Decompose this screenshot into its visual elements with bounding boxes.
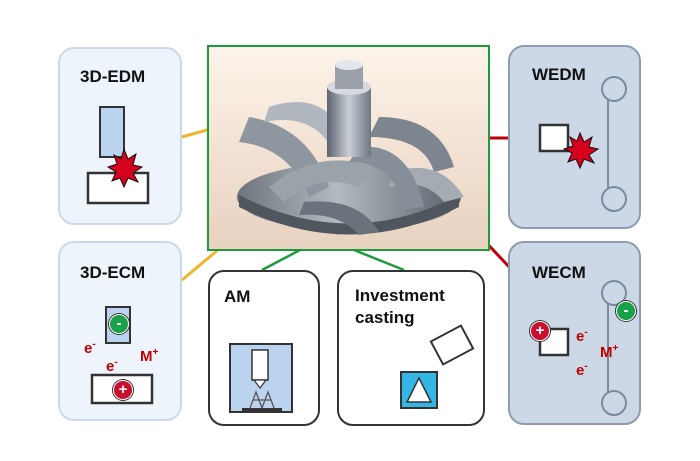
casting-cavity (405, 376, 433, 403)
minus-icon: - (616, 301, 636, 321)
wecm-electron-label-2: e- (576, 361, 588, 379)
ecm-electron-label: e- (84, 339, 96, 357)
edm-electrode (99, 106, 125, 158)
wedm-workpiece (538, 123, 570, 153)
wedm-title: WEDM (532, 65, 586, 84)
wedm-spark-icon (562, 131, 600, 170)
wire-guide-top (601, 76, 627, 102)
am-title: AM (224, 287, 251, 306)
edm3d-title: 3D-EDM (80, 67, 146, 86)
ecm3d-panel: 3D-ECM - + e- e- M+ (58, 241, 182, 421)
wedm-panel: WEDM (508, 45, 641, 229)
casting-diagram (400, 324, 475, 409)
wecm-panel: WECM + - e- M+ e- (508, 241, 641, 425)
ecm-electron-label-2: e- (106, 357, 118, 375)
am-build-plate (242, 408, 282, 411)
impeller-image (207, 45, 490, 251)
am-connector (261, 248, 301, 272)
edm3d-panel: 3D-EDM (58, 47, 182, 225)
wire-guide-bottom (601, 186, 627, 212)
casting-panel: Investment casting (337, 270, 485, 426)
casting-title-line2: casting (355, 308, 415, 327)
impeller-drawing (237, 60, 464, 235)
ecm3d-diagram (90, 306, 154, 405)
wire-guide-top (601, 280, 627, 306)
am-panel: AM (208, 270, 320, 426)
am-nozzle (251, 349, 269, 381)
casting-ladle (429, 324, 475, 366)
wedm-diagram (538, 76, 627, 212)
edm3d-diagram (86, 106, 150, 205)
ecm-metal-ion-label: M+ (140, 347, 159, 365)
ecm3d-title: 3D-ECM (80, 263, 146, 282)
wire-guide-bottom (601, 390, 627, 416)
plus-icon: + (530, 321, 550, 341)
plus-icon: + (113, 380, 133, 400)
casting-title-line1: Investment (355, 286, 445, 305)
casting-connector (353, 248, 405, 272)
wecm-metal-ion-label: M+ (600, 343, 619, 361)
minus-icon: - (109, 314, 129, 334)
am-nozzle-tip (252, 379, 268, 389)
am-diagram (229, 343, 293, 413)
edm-spark-icon (106, 147, 144, 189)
wecm-title: WECM (532, 263, 586, 282)
wecm-electron-label: e- (576, 327, 588, 345)
